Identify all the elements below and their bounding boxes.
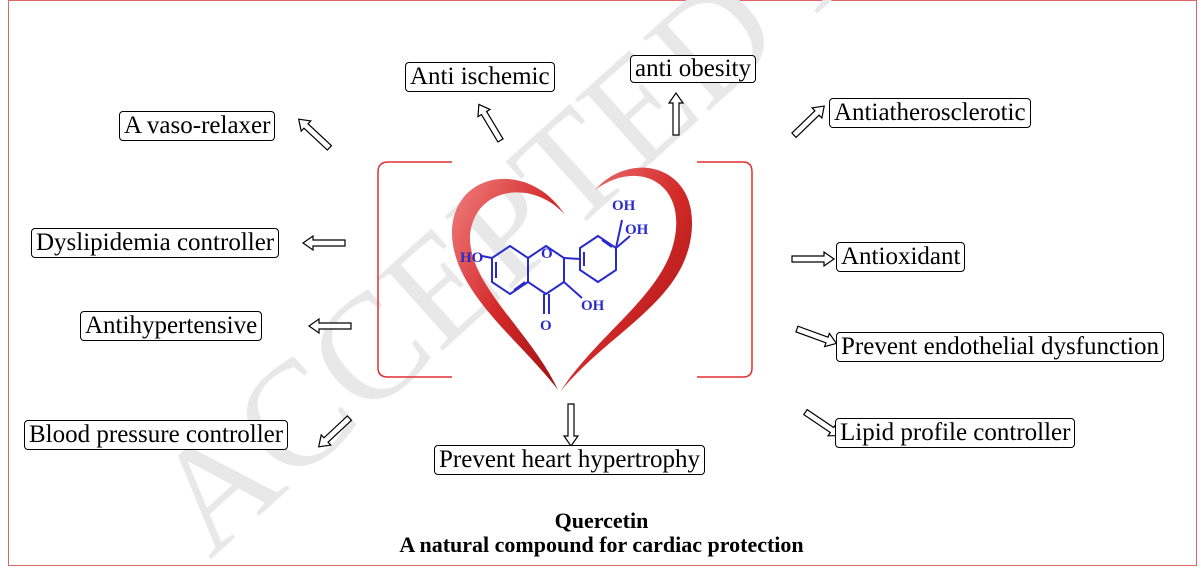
arrow-to-anti-obesity (668, 92, 684, 136)
effect-anti-obesity: anti obesity (630, 55, 756, 83)
effect-dyslipidemia-controller: Dyslipidemia controller (31, 228, 280, 258)
effect-lipid-profile-controller: Lipid profile controller (835, 418, 1076, 448)
quercetin-structure (481, 219, 631, 314)
effect-prevent-heart-hypertrophy: Prevent heart hypertrophy (434, 445, 706, 475)
figure-frame (8, 0, 1197, 566)
arrow-to-endothelial (793, 321, 840, 351)
arrow-to-antiatherosclerotic (788, 100, 830, 141)
ring-oxygen-label: O (541, 246, 553, 262)
arrow-to-antihypertensive (308, 318, 352, 334)
oh-label-top-1: OH (612, 198, 636, 214)
effect-antioxidant: Antioxidant (836, 242, 966, 272)
effect-anti-ischemic: Anti ischemic (405, 62, 555, 92)
oh-label-top-2: OH (625, 222, 649, 238)
arrow-to-vaso-relaxer (293, 113, 335, 154)
effect-antihypertensive: Antihypertensive (80, 311, 263, 341)
effect-prevent-endothelial-dysfunction: Prevent endothelial dysfunction (836, 332, 1164, 362)
effect-antiatherosclerotic: Antiatherosclerotic (829, 98, 1031, 128)
keto-oxygen-label: O (540, 318, 552, 334)
arrow-to-anti-ischemic (472, 100, 508, 145)
caption-subtitle: A natural compound for cardiac protectio… (399, 532, 804, 557)
oh-label-bottom: OH (581, 298, 605, 314)
effect-blood-pressure-controller: Blood pressure controller (24, 420, 289, 450)
arrow-to-hypertrophy (563, 403, 579, 447)
arrow-to-blood-pressure (313, 412, 355, 453)
caption-title: Quercetin (554, 508, 649, 533)
heart-right-ribbon (560, 167, 693, 392)
arrow-to-antioxidant (791, 251, 835, 267)
right-bracket (697, 161, 753, 378)
effect-vaso-relaxer: A vaso-relaxer (119, 111, 276, 141)
heart-left-ribbon (451, 178, 565, 390)
ho-label-left: HO (460, 250, 483, 266)
left-bracket (377, 161, 452, 378)
arrow-to-dyslipidemia (302, 235, 346, 251)
